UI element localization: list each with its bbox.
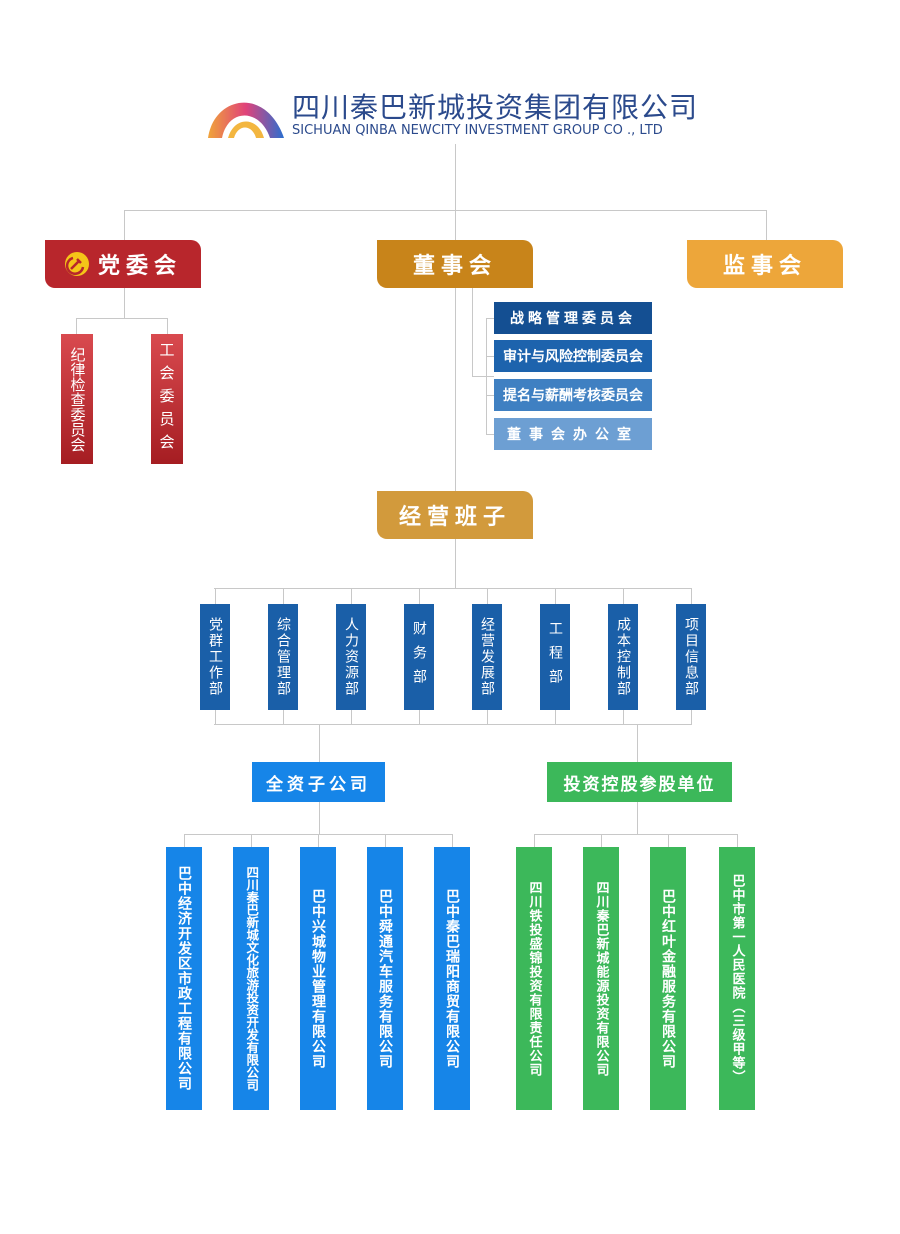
department-box[interactable]: 工程部: [540, 604, 570, 710]
wholly-owned-company-box[interactable]: 四川秦巴新城文化旅游投资开发有限公司: [233, 847, 269, 1110]
holding-company-box[interactable]: 巴中红叶金融服务有限公司: [650, 847, 686, 1110]
connector: [214, 588, 692, 589]
nomination-compensation-committee-box[interactable]: 提名与薪酬考核委员会: [494, 379, 652, 411]
connector: [214, 724, 692, 725]
connector: [215, 710, 216, 724]
connector: [385, 834, 386, 847]
connector: [487, 588, 488, 604]
connector: [283, 588, 284, 604]
connector: [319, 724, 320, 762]
connector: [472, 376, 494, 377]
connector: [318, 834, 319, 847]
connector: [486, 434, 494, 435]
wholly-owned-company-box[interactable]: 巴中秦巴瑞阳商贸有限公司: [434, 847, 470, 1110]
union-committee-box[interactable]: 工会委员会: [151, 334, 183, 464]
connector: [351, 710, 352, 724]
department-box[interactable]: 人力资源部: [336, 604, 366, 710]
connector: [691, 710, 692, 724]
connector: [124, 210, 766, 211]
strategy-committee-box[interactable]: 战略管理委员会: [494, 302, 652, 334]
wholly-owned-subsidiaries-box[interactable]: 全资子公司: [252, 762, 385, 802]
connector: [691, 588, 692, 604]
connector: [555, 588, 556, 604]
connector: [472, 288, 473, 376]
connector: [215, 588, 216, 604]
connector: [668, 834, 669, 847]
department-box[interactable]: 综合管理部: [268, 604, 298, 710]
connector: [486, 318, 494, 319]
wholly-owned-company-box[interactable]: 巴中兴城物业管理有限公司: [300, 847, 336, 1110]
department-box[interactable]: 成本控制部: [608, 604, 638, 710]
department-box[interactable]: 党群工作部: [200, 604, 230, 710]
connector: [124, 288, 125, 318]
connector: [167, 318, 168, 334]
audit-risk-committee-box[interactable]: 审计与风险控制委员会: [494, 340, 652, 372]
holding-company-box[interactable]: 四川秦巴新城能源投资有限公司: [583, 847, 619, 1110]
supervisory-label: 监事会: [722, 254, 807, 279]
connector: [601, 834, 602, 847]
connector: [555, 710, 556, 724]
holding-company-box[interactable]: 四川铁投盛锦投资有限责任公司: [516, 847, 552, 1110]
connector: [319, 802, 320, 834]
connector: [623, 710, 624, 724]
management-team-box[interactable]: 经营班子: [377, 491, 533, 539]
connector: [455, 144, 456, 588]
connector: [351, 588, 352, 604]
connector: [283, 710, 284, 724]
connector: [766, 210, 767, 240]
holding-units-box[interactable]: 投资控股参股单位: [547, 762, 732, 802]
connector: [737, 834, 738, 847]
connector: [637, 802, 638, 834]
company-logo: [204, 86, 286, 140]
connector: [419, 710, 420, 724]
board-of-directors-box[interactable]: 董事会: [377, 240, 533, 288]
company-name-en: SICHUAN QINBA NEWCITY INVESTMENT GROUP C…: [292, 123, 663, 138]
connector: [534, 834, 737, 835]
rainbow-logo-icon: [208, 102, 284, 138]
board-office-box[interactable]: 董事会办公室: [494, 418, 652, 450]
hammer-sickle-icon: [64, 251, 90, 277]
connector: [486, 318, 487, 434]
connector: [486, 395, 494, 396]
department-box[interactable]: 项目信息部: [676, 604, 706, 710]
wholly-owned-company-box[interactable]: 巴中舜通汽车服务有限公司: [367, 847, 403, 1110]
company-name-cn: 四川秦巴新城投资集团有限公司: [292, 91, 699, 124]
connector: [487, 710, 488, 724]
connector: [486, 356, 494, 357]
connector: [623, 588, 624, 604]
management-label: 经营班子: [398, 505, 511, 530]
department-box[interactable]: 经营发展部: [472, 604, 502, 710]
holding-company-box[interactable]: 巴中市第一人民医院（三级甲等）: [719, 847, 755, 1110]
connector: [452, 834, 453, 847]
board-label: 董事会: [412, 254, 497, 279]
party-committee-label: 党委会: [97, 254, 182, 279]
connector: [637, 724, 638, 762]
connector: [251, 834, 252, 847]
discipline-committee-box[interactable]: 纪律检查委员会: [61, 334, 93, 464]
connector: [76, 318, 168, 319]
connector: [534, 834, 535, 847]
department-box[interactable]: 财务部: [404, 604, 434, 710]
wholly-owned-company-box[interactable]: 巴中经济开发区市政工程有限公司: [166, 847, 202, 1110]
connector: [76, 318, 77, 334]
supervisory-board-box[interactable]: 监事会: [687, 240, 843, 288]
party-committee-box[interactable]: 党委会: [45, 240, 201, 288]
connector: [419, 588, 420, 604]
connector: [124, 210, 125, 240]
connector: [184, 834, 185, 847]
